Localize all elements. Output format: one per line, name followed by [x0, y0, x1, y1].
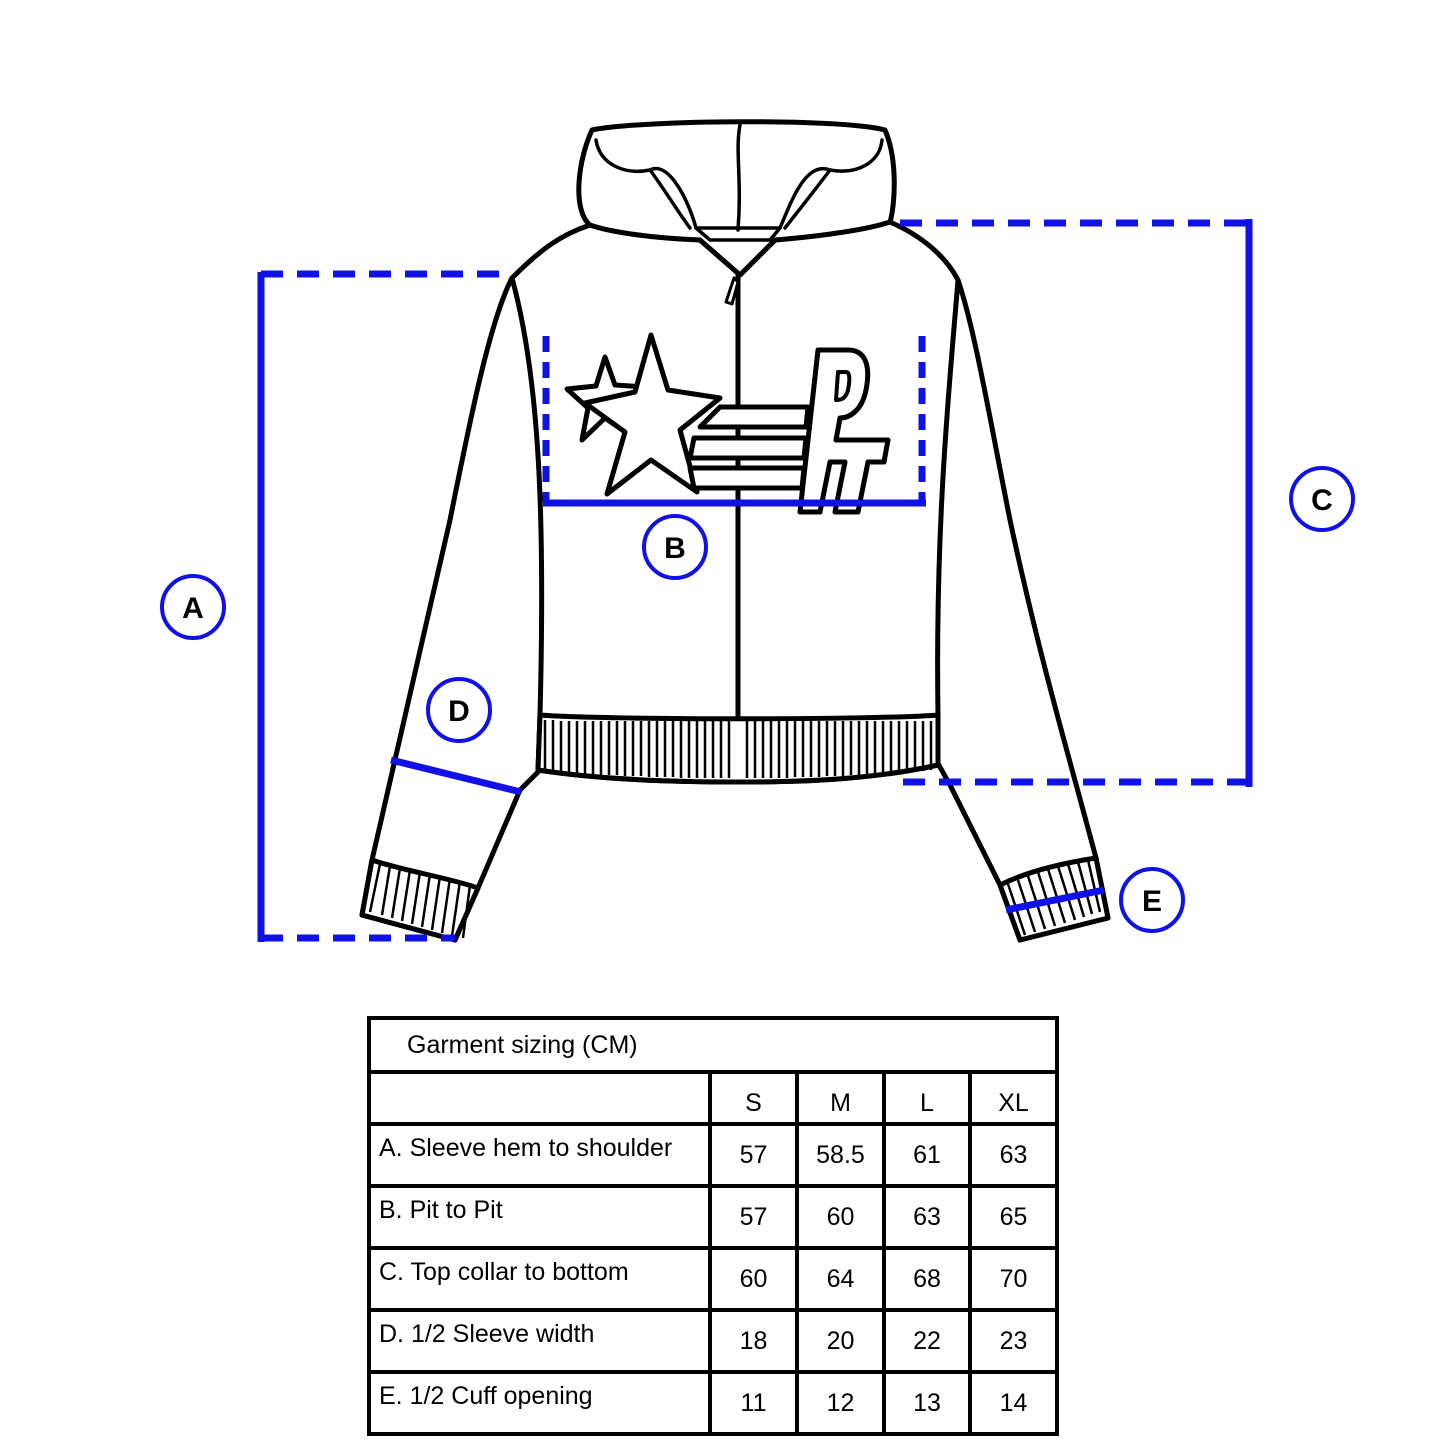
- cell-value: 63: [882, 1184, 972, 1250]
- marker-c: C: [1289, 466, 1355, 532]
- chest-graphic: [564, 332, 891, 515]
- cell-value: 58.5: [795, 1122, 886, 1188]
- row-label: B. Pit to Pit: [367, 1184, 712, 1250]
- row-label: D. 1/2 Sleeve width: [367, 1308, 712, 1374]
- table-row: A. Sleeve hem to shoulder 57 58.5 61 63: [367, 1122, 1060, 1188]
- cell-value: 57: [708, 1184, 799, 1250]
- big-star-icon: [582, 332, 723, 497]
- cell-value: 60: [795, 1184, 886, 1250]
- guide-d-line: [390, 756, 522, 796]
- hoodie-illustration: [359, 119, 1111, 943]
- hoodie-size-diagram: A B C D E: [160, 119, 1355, 943]
- marker-e: E: [1119, 867, 1185, 933]
- table-title-row: Garment sizing (CM): [366, 1016, 1060, 1074]
- marker-b: B: [642, 514, 708, 580]
- hood-fold-right: [783, 168, 832, 230]
- table-header-row: S M L XL: [367, 1070, 1060, 1126]
- svg-text:C: C: [1311, 484, 1333, 517]
- cell-value: 11: [708, 1370, 799, 1436]
- cell-value: 70: [967, 1246, 1060, 1312]
- header-size-xl: XL: [967, 1070, 1060, 1126]
- row-label: E. 1/2 Cuff opening: [367, 1370, 712, 1436]
- cell-value: 20: [795, 1308, 886, 1374]
- measurement-guides: [257, 219, 1253, 942]
- marker-d: D: [426, 677, 492, 743]
- cell-value: 13: [882, 1370, 972, 1436]
- hood-edge: [694, 226, 782, 242]
- hood-fold-left: [648, 168, 692, 230]
- cell-value: 12: [795, 1370, 886, 1436]
- left-sleeve: [359, 275, 551, 943]
- header-size-s: S: [708, 1070, 799, 1126]
- hem-band: [535, 712, 941, 785]
- cell-value: 18: [708, 1308, 799, 1374]
- guide-e-line: [1005, 886, 1105, 914]
- marker-a: A: [160, 574, 226, 640]
- rib-texture: [368, 720, 1102, 939]
- stripe-2: [687, 435, 809, 461]
- table-row: E. 1/2 Cuff opening 11 12 13 14: [367, 1370, 1060, 1436]
- cell-value: 68: [882, 1246, 972, 1312]
- cell-value: 57: [708, 1122, 799, 1188]
- hood-seam: [736, 123, 742, 232]
- row-label: C. Top collar to bottom: [367, 1246, 712, 1312]
- svg-text:A: A: [182, 592, 204, 625]
- table-row: B. Pit to Pit 57 60 63 65: [367, 1184, 1060, 1250]
- cell-value: 14: [967, 1370, 1060, 1436]
- right-sleeve: [932, 277, 1111, 943]
- svg-text:D: D: [448, 695, 470, 728]
- cell-value: 63: [967, 1122, 1060, 1188]
- header-blank-cell: [367, 1070, 712, 1126]
- cell-value: 65: [967, 1184, 1060, 1250]
- cell-value: 22: [882, 1308, 972, 1374]
- row-label: A. Sleeve hem to shoulder: [367, 1122, 712, 1188]
- size-table: Garment sizing (CM) S M L XL A. Sleeve h…: [366, 1016, 1060, 1436]
- header-size-l: L: [882, 1070, 972, 1126]
- table-title: Garment sizing (CM): [366, 1016, 1060, 1074]
- cell-value: 61: [882, 1122, 972, 1188]
- cell-value: 23: [967, 1308, 1060, 1374]
- stripe-1: [697, 404, 811, 430]
- stripe-3: [687, 465, 807, 491]
- cell-value: 60: [708, 1246, 799, 1312]
- table-row: C. Top collar to bottom 60 64 68 70: [367, 1246, 1060, 1312]
- logo-letter-p-counter: [834, 370, 852, 402]
- svg-text:B: B: [664, 532, 686, 565]
- logo-letter-p-icon: [797, 347, 891, 515]
- svg-text:E: E: [1142, 885, 1162, 918]
- table-row: D. 1/2 Sleeve width 18 20 22 23: [367, 1308, 1060, 1374]
- header-size-m: M: [795, 1070, 886, 1126]
- cell-value: 64: [795, 1246, 886, 1312]
- zipper-pull: [724, 276, 740, 306]
